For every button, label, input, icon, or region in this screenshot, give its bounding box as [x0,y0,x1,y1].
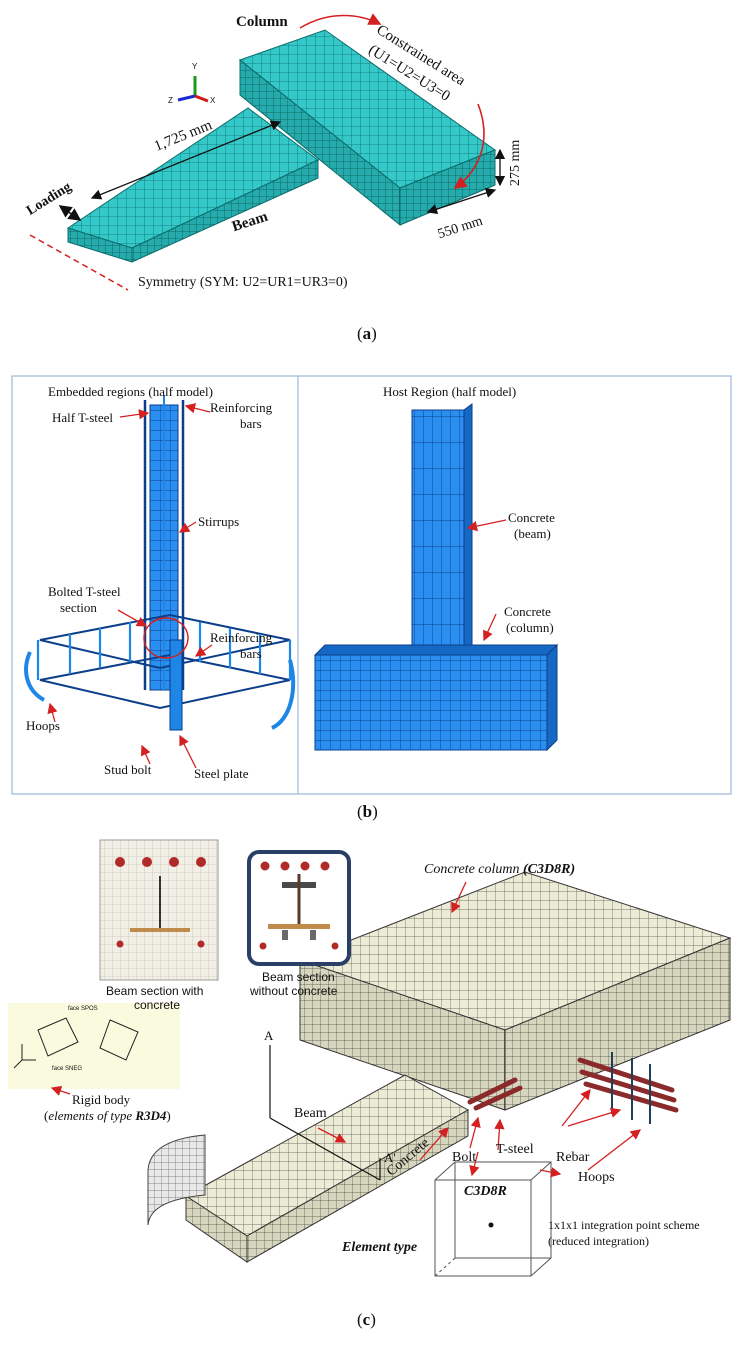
symmetry-line [29,234,129,291]
label-beam-section-without-2: without concrete [250,984,338,998]
caption-b: (b) [357,802,378,821]
label-concrete-beam-2: (beam) [514,526,551,541]
axis-z-label: Z [168,96,173,105]
label-element-type: Element type [342,1240,418,1255]
c3d8r-cube [434,1161,552,1277]
label-beam-section-without-1: Beam section [262,970,335,984]
label-c3d8r: C3D8R [464,1184,507,1199]
rigid-body-surface [147,1134,206,1226]
axis-x-label: X [210,96,216,105]
panel-c-model [147,871,732,1277]
caption-a: (a) [357,324,377,343]
label-integration-2: (reduced integration) [548,1234,649,1248]
label-concrete-column-c: Concrete column (C3D8R) [424,862,576,877]
bolted-section-circle [143,617,189,659]
label-reinforcing-mid-2: bars [240,646,262,661]
label-bolted-1: Bolted T-steel [48,584,121,599]
z-axis-arrow [177,94,196,102]
label-reinforcing-mid-1: Reinforcing [210,630,273,645]
x-axis-arrow [194,94,209,103]
c-column-left [299,959,506,1111]
label-host-region: Host Region (half model) [383,384,517,399]
panel-c-arrows [50,881,642,1178]
label-column: Column [236,14,288,30]
label-stirrups: Stirrups [198,514,240,529]
host-column [314,654,548,751]
steel-plate [169,639,183,731]
label-concrete-column-2: (column) [506,620,554,635]
label-dim-275: 275 mm [508,139,523,186]
label-section-a-prime: A' [384,1150,396,1165]
label-rigid-body-1: Rigid body [72,1092,131,1107]
rigid-body-inset-bg [8,1003,180,1089]
panel-b-host-model [313,403,559,752]
label-beam-section-with-2: concrete [134,998,181,1012]
beam-section-with-concrete-thumb [99,839,219,981]
panel-a-model [29,13,506,291]
label-integration-1: 1x1x1 integration point scheme [548,1218,700,1232]
label-concrete-beam-1: Concrete [508,510,555,525]
label-symmetry: Symmetry (SYM: U2=UR1=UR3=0) [138,275,348,290]
label-embedded-regions: Embedded regions (half model) [48,384,213,399]
beam-section-without-concrete-thumb [247,850,351,966]
integration-point [488,1222,494,1228]
axis-y-label: Y [192,62,198,71]
constrained-arrow-top [299,13,382,29]
label-concrete-column-1: Concrete [504,604,551,619]
label-beam-c: Beam [294,1106,327,1121]
label-face-sneg: face SNEG [52,1066,83,1072]
loading-arrow [58,205,82,221]
label-face-spos: face SPOS [68,1006,98,1012]
label-reinforcing-top-1: Reinforcing [210,400,273,415]
label-rebar: Rebar [556,1150,590,1165]
constrained-arrow-bottom [453,103,485,189]
c-hoops [611,1052,651,1124]
column-side-face [239,58,401,227]
panel-b-arrows [47,403,507,769]
c-beam-side [246,1109,469,1263]
rigid-body-inset-shapes [13,1017,139,1069]
dim-550-line [426,187,497,215]
label-bolt: Bolt [452,1150,477,1165]
label-tsteel: T-steel [496,1142,534,1157]
dim-1725-line [90,120,282,200]
label-reinforcing-top-2: bars [240,416,262,431]
label-half-tsteel: Half T-steel [52,410,114,425]
panel-b-embedded-model [24,395,296,731]
host-beam [411,409,465,656]
label-hoops-c: Hoops [578,1170,615,1185]
label-beam-section-with-1: Beam section with [106,984,204,998]
label-section-a: A [264,1028,274,1043]
label-steel-plate: Steel plate [194,766,249,781]
label-hoops-b: Hoops [26,718,60,733]
panel-b-frame [11,375,732,795]
label-bolted-2: section [60,600,97,615]
label-rigid-body-2: (elements of type R3D4) [44,1108,171,1123]
caption-c: (c) [357,1310,376,1329]
label-stud-bolt: Stud bolt [104,762,152,777]
